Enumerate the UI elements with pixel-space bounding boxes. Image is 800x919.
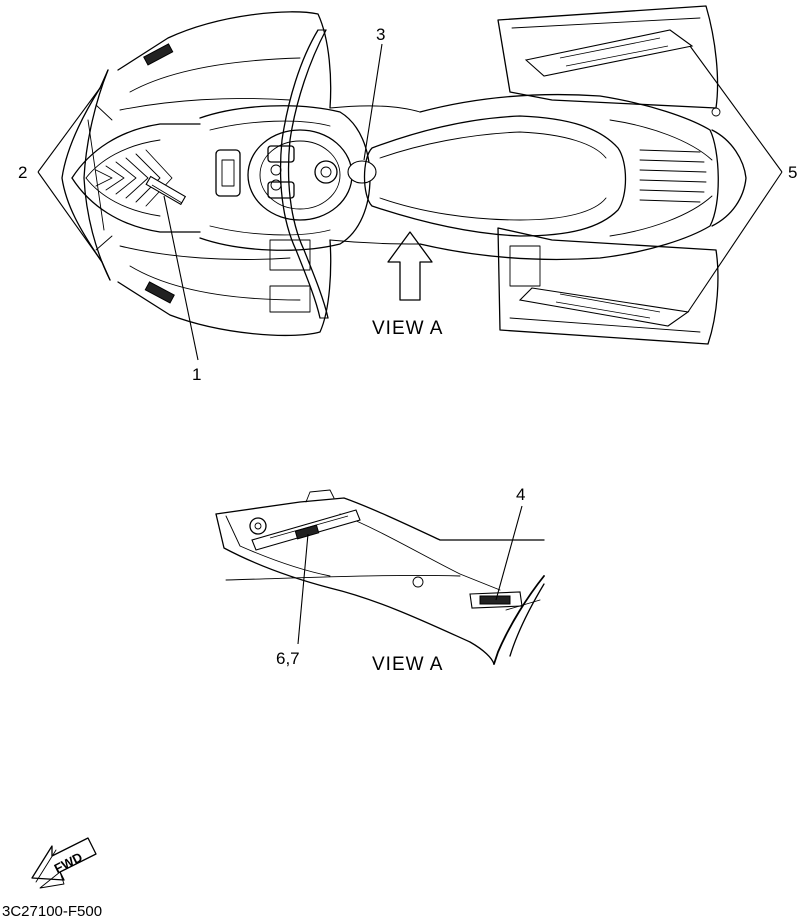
rear-grille — [639, 149, 707, 203]
leader-lines-top — [37, 43, 783, 361]
callout-4: 4 — [516, 485, 525, 504]
diagram-code: 3C27100-F500 — [2, 903, 102, 919]
front-rack — [279, 29, 329, 319]
callout-5: 5 — [788, 163, 797, 182]
view-a-side-panel — [215, 489, 545, 665]
atv-top-view — [61, 5, 747, 345]
label-3-oval — [347, 160, 377, 184]
label-5-decal-lower — [518, 287, 690, 327]
rear-body — [419, 93, 747, 261]
handlebar-console — [199, 105, 377, 251]
callout-3: 3 — [376, 25, 385, 44]
view-a-arrow — [387, 231, 433, 301]
leader-lines-view-a — [297, 505, 523, 645]
view-a-label-top: VIEW A — [372, 318, 443, 339]
front-fender-decal-upper — [143, 43, 174, 66]
label-5-decal-upper — [524, 29, 694, 77]
callout-6-7: 6,7 — [276, 649, 300, 668]
front-grille-chevrons — [95, 149, 173, 207]
fwd-arrow: FWD — [31, 837, 97, 889]
callout-1: 1 — [192, 365, 201, 384]
rear-fender-upper — [497, 5, 719, 109]
front-fender — [61, 11, 332, 337]
seat — [363, 115, 627, 237]
callout-2: 2 — [18, 163, 27, 182]
label-1-decal — [145, 175, 187, 206]
view-a-label-bottom: VIEW A — [372, 654, 443, 675]
rear-fender-lower — [497, 227, 719, 345]
front-fender-decal-lower — [144, 281, 175, 304]
tuning-fork-logo — [249, 517, 267, 535]
